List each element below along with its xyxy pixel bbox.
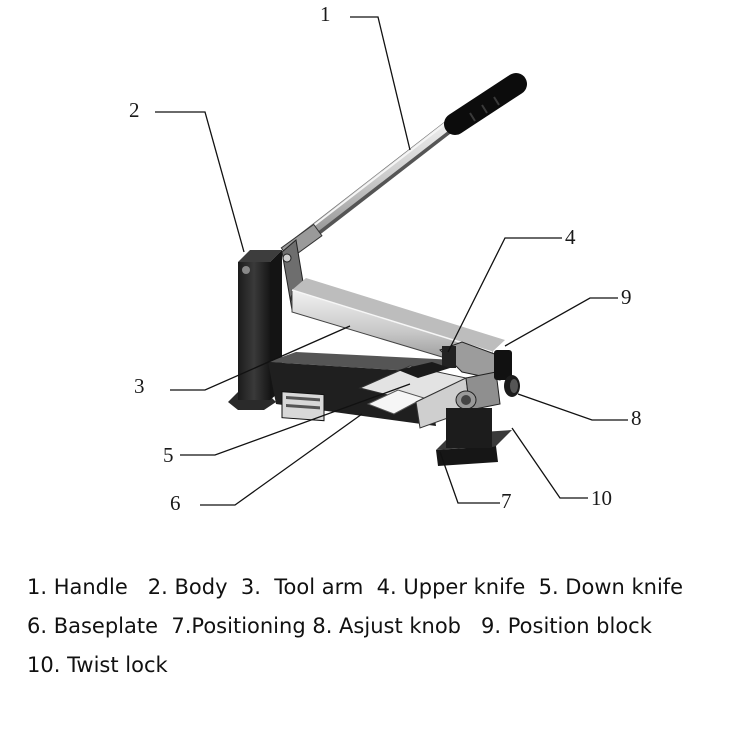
parts-legend: 1. Handle 2. Body 3. Tool arm 4. Upper k… — [27, 568, 737, 685]
callout-9: 9 — [621, 285, 632, 309]
callout-6: 6 — [170, 491, 181, 515]
callout-3: 3 — [134, 374, 145, 398]
legend-line-3: 10. Twist lock — [27, 653, 168, 677]
callout-8: 8 — [631, 406, 642, 430]
callout-7: 7 — [501, 489, 512, 513]
adjust-knob — [494, 350, 520, 397]
legend-line-1: 1. Handle 2. Body 3. Tool arm 4. Upper k… — [27, 575, 684, 599]
cutter-diagram: 1 2 3 4 5 6 7 8 9 10 — [129, 2, 642, 515]
handle-grip — [444, 73, 527, 135]
twist-lock — [455, 390, 477, 410]
callout-1: 1 — [320, 2, 331, 26]
callout-2: 2 — [129, 98, 140, 122]
leader-lines — [155, 16, 628, 506]
handle — [280, 73, 527, 260]
callout-10: 10 — [591, 486, 612, 510]
base-feet — [436, 408, 512, 466]
callout-5: 5 — [163, 443, 174, 467]
callout-4: 4 — [565, 225, 576, 249]
legend-line-2: 6. Baseplate 7.Positioning 8. Asjust kno… — [27, 614, 652, 638]
